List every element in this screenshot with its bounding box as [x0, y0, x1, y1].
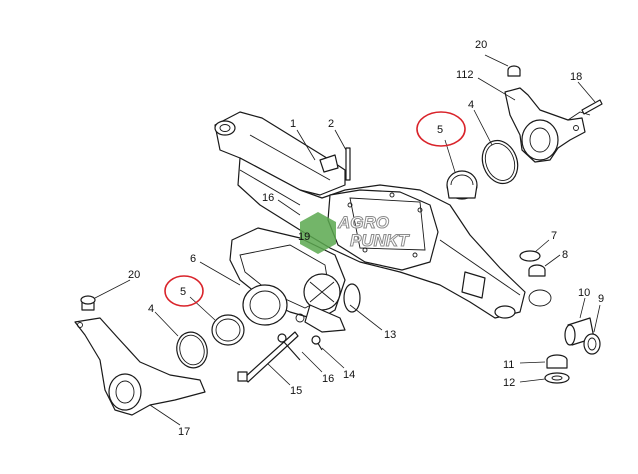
callout-10: 10 [578, 287, 590, 299]
seal-9 [583, 333, 601, 355]
callout-4-right: 4 [468, 99, 474, 111]
callout-11: 11 [503, 359, 514, 371]
watermark-line2: PUNKT [350, 231, 410, 250]
callout-1: 1 [290, 118, 296, 130]
left-bearing [211, 314, 245, 346]
callout-9: 9 [598, 293, 604, 305]
callout-20-left: 20 [128, 269, 140, 281]
callout-6: 6 [190, 253, 196, 265]
stud-2 [345, 147, 351, 181]
callout-7: 7 [551, 230, 557, 242]
stud-18 [581, 99, 603, 115]
callout-2: 2 [328, 118, 334, 130]
bushing-11 [546, 354, 568, 369]
right-ring-seal [481, 139, 519, 185]
differential-carrier [229, 227, 361, 333]
callout-18: 18 [570, 71, 582, 83]
bolt-16-lower [277, 333, 301, 361]
callout-112: 112 [456, 69, 474, 81]
callout-20-right: 20 [475, 39, 487, 51]
left-steering-knuckle [74, 298, 206, 416]
callout-14: 14 [343, 369, 355, 381]
callout-4-left: 4 [148, 303, 154, 315]
agro-punkt-watermark: AGRO PUNKT [300, 212, 411, 254]
watermark-line1: AGRO [337, 213, 389, 232]
bolt-14 [311, 335, 323, 351]
callout-12: 12 [503, 377, 515, 389]
highlight-ring-5-upper [416, 111, 466, 147]
callout-5-left: 5 [180, 286, 186, 298]
right-steering-knuckle [504, 65, 591, 163]
callout-15: 15 [290, 385, 302, 397]
left-ring-seal [176, 331, 208, 369]
long-bolt [237, 331, 299, 383]
washer-12 [544, 372, 570, 384]
callout-17: 17 [178, 426, 190, 438]
callout-13: 13 [384, 329, 396, 341]
washer-20-left [80, 295, 96, 305]
washer-7 [519, 250, 541, 262]
callout-5-right: 5 [437, 124, 443, 136]
callout-19: 19 [298, 231, 310, 243]
axle-housing [214, 111, 552, 319]
right-bearing [446, 170, 478, 200]
leader-lines [94, 54, 601, 426]
logo-hexagon-icon [300, 212, 336, 254]
callout-16-upper: 16 [262, 192, 274, 204]
callout-16-lower: 16 [322, 373, 334, 385]
callout-labels: 1 2 4 4 5 5 6 7 8 9 10 11 12 13 14 15 16… [128, 39, 604, 438]
callout-8: 8 [562, 249, 568, 261]
bushing-8 [528, 264, 546, 277]
highlight-ring-5-lower [164, 275, 204, 307]
